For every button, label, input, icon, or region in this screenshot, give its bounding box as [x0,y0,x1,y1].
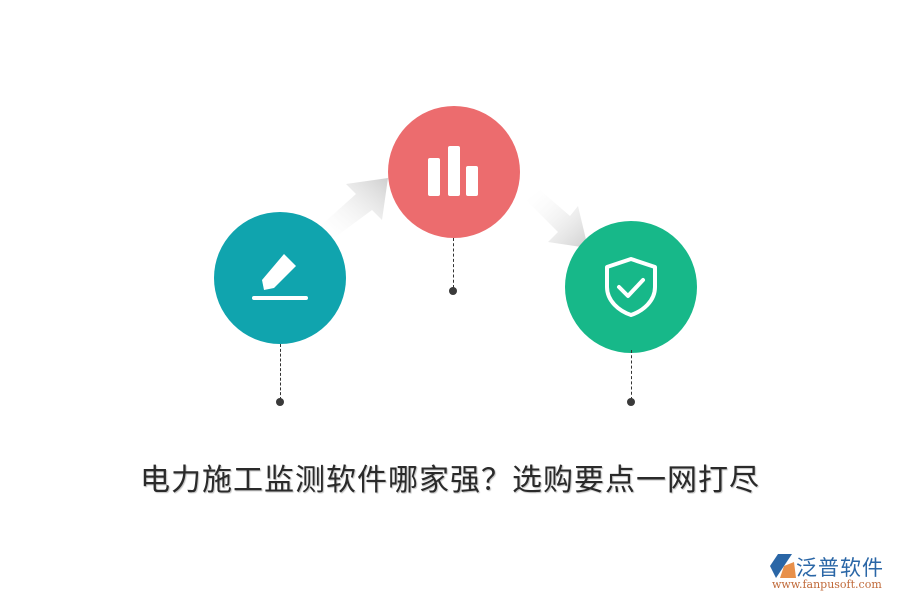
connector-line-2 [453,238,454,288]
connector-dot-1 [276,398,284,406]
step-security-circle [565,221,697,353]
arrow-up-right-icon [318,178,388,238]
brand-logo: 泛普软件 www.fanpusoft.com [768,552,896,594]
connector-line-1 [280,344,281,400]
shield-check-icon [605,257,657,317]
connector-dot-3 [627,398,635,406]
logo-mark-icon [770,554,796,578]
step-edit-circle [214,212,346,344]
logo-url: www.fanpusoft.com [772,578,882,591]
logo-name: 泛普软件 [796,556,884,580]
bar-chart-icon [428,146,478,196]
step-chart-circle [388,106,520,238]
connector-dot-2 [449,287,457,295]
arrow-down-right-icon [526,190,588,248]
connector-line-3 [631,350,632,400]
pencil-icon [252,254,308,300]
page-title: 电力施工监测软件哪家强？选购要点一网打尽 [140,463,760,498]
